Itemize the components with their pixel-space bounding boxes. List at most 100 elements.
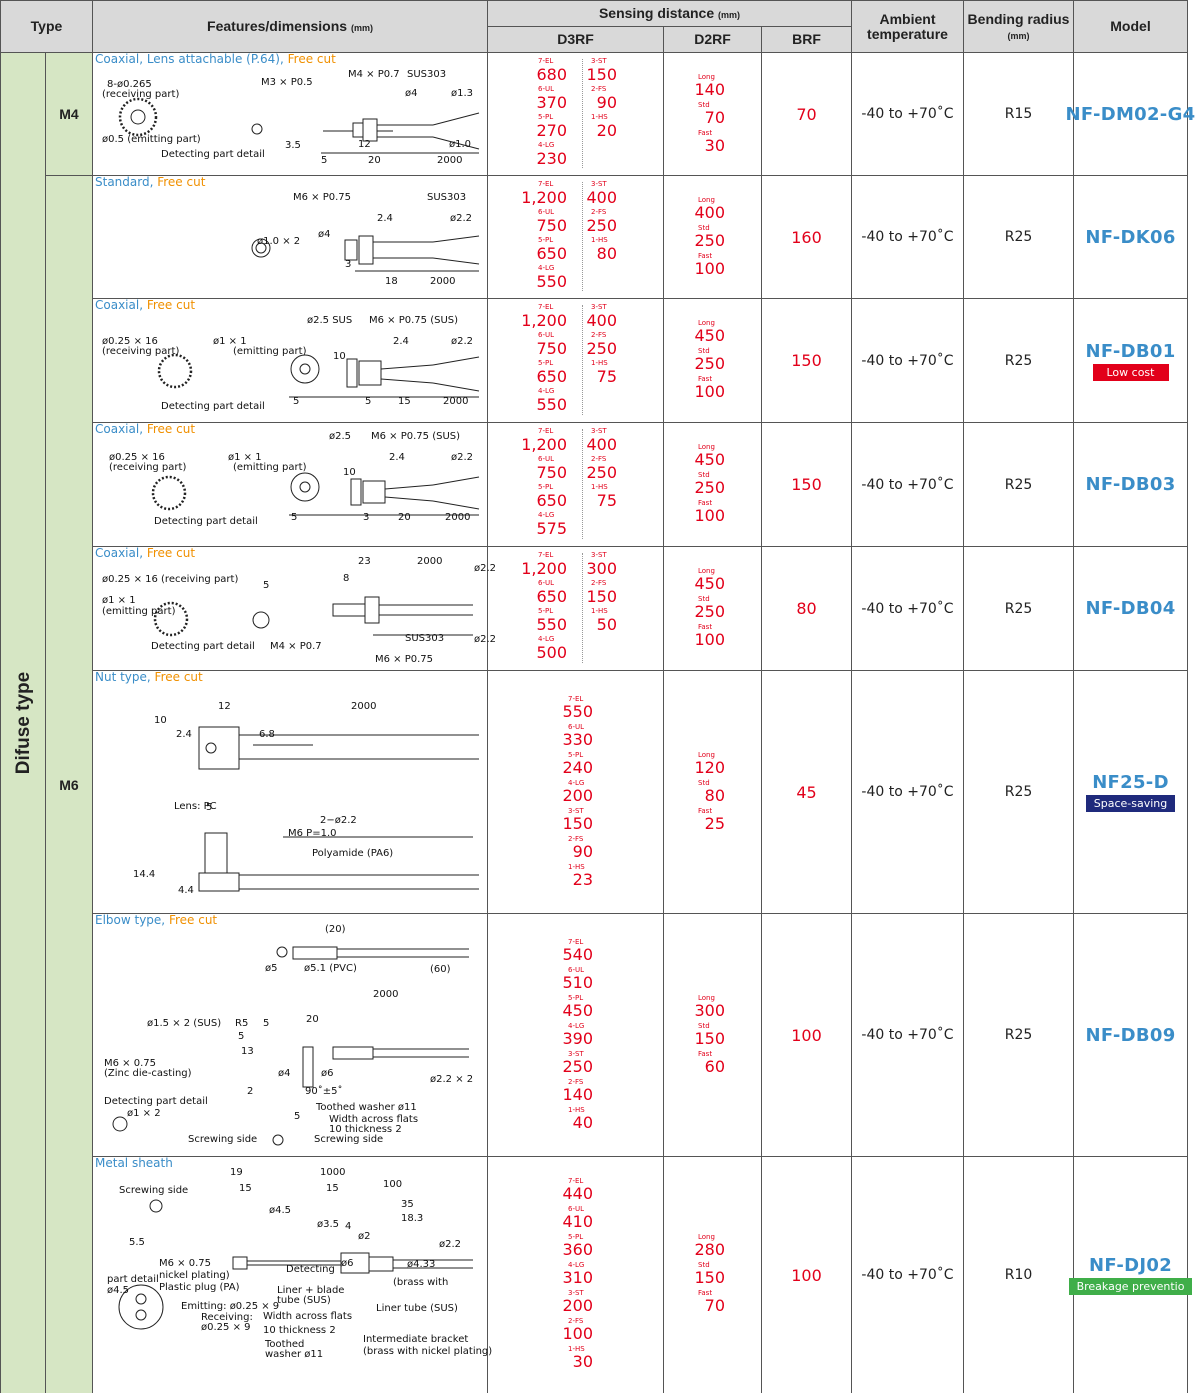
distance-value: 250 bbox=[694, 478, 725, 497]
bending-radius-value: R25 bbox=[1004, 229, 1033, 245]
distance-value: 50 bbox=[596, 615, 617, 634]
bending-cell: R10 bbox=[964, 1157, 1074, 1393]
distance-value: 550 bbox=[536, 272, 567, 291]
distance-value: 100 bbox=[694, 259, 725, 278]
distance-value: 60 bbox=[704, 1057, 725, 1076]
header-d2rf: D2RF bbox=[664, 27, 762, 53]
distance-value: 330 bbox=[562, 730, 593, 749]
mode-label: 6-UL bbox=[538, 85, 555, 93]
dimension-label: SUS303 bbox=[407, 69, 446, 80]
part-circle bbox=[135, 1309, 147, 1321]
part-outline bbox=[332, 603, 366, 617]
dimension-label: ø4.33 bbox=[407, 1259, 435, 1270]
dimension-label: 2 bbox=[247, 1086, 253, 1097]
distance-value: 140 bbox=[562, 1085, 593, 1104]
model-name: NF-DJ02 bbox=[1088, 1255, 1173, 1276]
mode-label: 6-UL bbox=[538, 331, 555, 339]
part-circle bbox=[130, 109, 146, 125]
feature-title-type: Elbow type, bbox=[95, 913, 166, 927]
dimension-line bbox=[384, 496, 434, 502]
bending-radius-value: R25 bbox=[1004, 600, 1033, 617]
distance-value: 250 bbox=[694, 602, 725, 621]
mode-label: 3-ST bbox=[591, 57, 607, 65]
distance-value: 450 bbox=[694, 326, 725, 345]
distance-value: 750 bbox=[536, 463, 567, 482]
features-cell: Coaxial, Lens attachable (P.64), Free cu… bbox=[93, 52, 488, 176]
distance-value: 20 bbox=[596, 121, 617, 140]
distance-value: 750 bbox=[536, 216, 567, 235]
mode-label: 2-FS bbox=[591, 208, 607, 216]
dimension-label: M4 × P0.7 bbox=[348, 69, 400, 80]
distance-value: 100 bbox=[562, 1324, 593, 1343]
dimension-line bbox=[432, 476, 480, 486]
feature-title: Coaxial, Lens attachable (P.64), Free cu… bbox=[95, 52, 336, 66]
header-brf: BRF bbox=[762, 27, 852, 53]
distance-value: 250 bbox=[586, 216, 617, 235]
distance-value: 230 bbox=[536, 149, 567, 168]
dimension-label: tube (SUS) bbox=[277, 1295, 331, 1306]
dimension-label: (60) bbox=[430, 964, 451, 975]
bending-radius-value: R25 bbox=[1004, 476, 1033, 493]
dimension-label: Lens: PC bbox=[174, 801, 217, 812]
feature-title: Coaxial, Free cut bbox=[95, 546, 195, 560]
distance-value: 240 bbox=[562, 758, 593, 777]
feature-title-cut: Free cut bbox=[143, 422, 196, 436]
dimension-line bbox=[380, 378, 434, 384]
mode-label: 1-HS bbox=[591, 607, 608, 615]
dimension-label: 19 bbox=[230, 1167, 243, 1178]
distance-value: 100 bbox=[694, 506, 725, 525]
distance-value: 300 bbox=[694, 1001, 725, 1020]
dimension-label: ø4 bbox=[278, 1068, 290, 1079]
mode-label: Std bbox=[698, 595, 710, 603]
type-cell: Difuse type bbox=[0, 53, 46, 1393]
dimension-label: 20 bbox=[368, 155, 381, 166]
mode-label: Std bbox=[698, 471, 710, 479]
mode-label: 2-FS bbox=[591, 331, 607, 339]
dimension-label: 6.8 bbox=[259, 729, 275, 740]
size-cell-m6: M6 bbox=[46, 176, 93, 1393]
mode-label: 4-LG bbox=[538, 635, 555, 643]
dimension-line bbox=[432, 382, 480, 392]
part-outline bbox=[358, 235, 374, 265]
mode-label: 3-ST bbox=[591, 303, 607, 311]
dimension-label: Liner tube (SUS) bbox=[376, 1303, 458, 1314]
distance-value: 200 bbox=[562, 786, 593, 805]
dimension-label: SUS303 bbox=[427, 192, 466, 203]
distance-value: 250 bbox=[586, 463, 617, 482]
part-outline bbox=[232, 1256, 248, 1270]
part-circle bbox=[151, 475, 187, 511]
distance-value: 1,200 bbox=[521, 559, 567, 578]
part-circle bbox=[290, 472, 320, 502]
dimension-label: ø2.2 bbox=[474, 563, 496, 574]
bending-cell: R15 bbox=[964, 53, 1074, 176]
dimension-label: Intermediate bracket bbox=[363, 1334, 468, 1345]
dimension-label: Detecting bbox=[286, 1264, 335, 1275]
dimension-label: 2−ø2.2 bbox=[320, 815, 357, 826]
dimension-label: 5 bbox=[365, 396, 371, 407]
model-cell: NF-DB04 bbox=[1074, 547, 1188, 671]
model-name: NF-DB09 bbox=[1085, 1024, 1176, 1046]
ambient-cell: -40 to +70˚C bbox=[852, 176, 964, 299]
mode-label: Long bbox=[698, 443, 715, 451]
dimension-label: 5 bbox=[291, 512, 297, 523]
part-circle bbox=[276, 946, 288, 958]
mode-label: Std bbox=[698, 347, 710, 355]
ambient-cell: -40 to +70˚C bbox=[852, 299, 964, 423]
type-label: Difuse type bbox=[13, 671, 35, 775]
distance-value: 250 bbox=[586, 339, 617, 358]
part-outline bbox=[204, 832, 228, 874]
distance-value: 450 bbox=[694, 450, 725, 469]
bending-radius-value: R10 bbox=[1004, 1267, 1033, 1283]
dimension-label: 2000 bbox=[443, 396, 468, 407]
distance-value: 650 bbox=[536, 491, 567, 510]
distance-value: 680 bbox=[536, 65, 567, 84]
mode-label: Fast bbox=[698, 1050, 713, 1058]
